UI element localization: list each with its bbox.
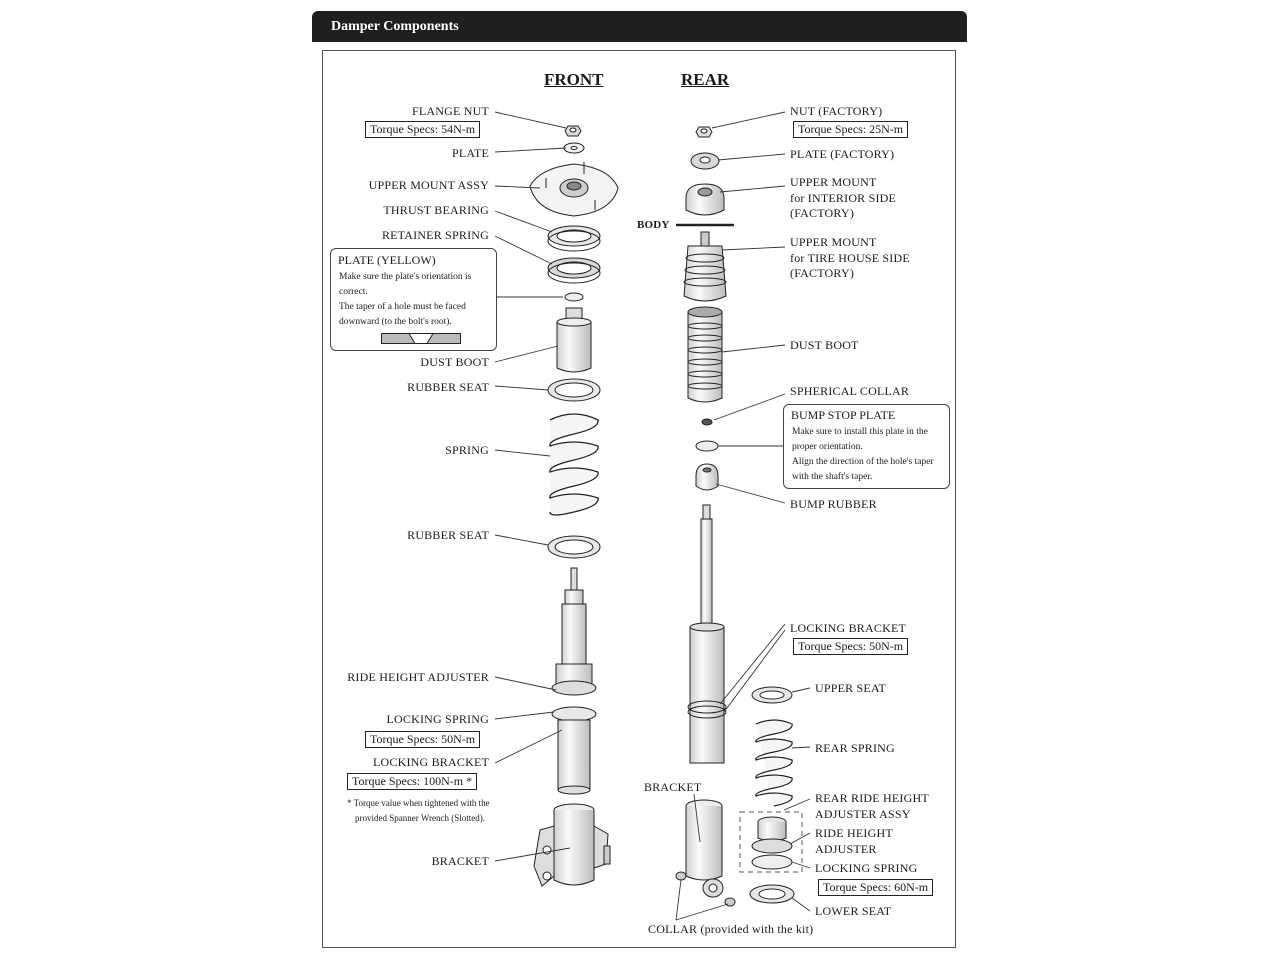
front-locking-spring-label: LOCKING SPRING bbox=[386, 712, 489, 726]
rear-bump-note-line1: Make sure to install this plate in the bbox=[792, 427, 928, 437]
front-upper-mount bbox=[529, 162, 619, 217]
front-retainer-spring-label: RETAINER SPRING bbox=[381, 228, 489, 242]
rear-plate-label: PLATE (FACTORY) bbox=[790, 147, 895, 161]
rear-spherical-collar bbox=[701, 418, 713, 426]
rear-locking-spring-torque: Torque Specs: 60N-m bbox=[818, 879, 934, 896]
rear-bump-note-line3: Align the direction of the hole's taper bbox=[792, 457, 934, 467]
front-ride-height-adjuster-label: RIDE HEIGHT ADJUSTER bbox=[347, 670, 489, 684]
rear-upper-mount-tire bbox=[683, 231, 727, 302]
rear-nut-label: NUT (FACTORY) bbox=[790, 104, 883, 118]
front-rubber-seat-bottom bbox=[547, 535, 601, 559]
rear-ride-height-adj-l1: RIDE HEIGHT bbox=[815, 826, 893, 840]
rear-adjuster-assy bbox=[739, 811, 803, 873]
front-flange-torque: Torque Specs: 54N-m bbox=[365, 121, 481, 138]
front-dust-boot-label: DUST BOOT bbox=[420, 355, 489, 369]
front-plate-note: PLATE (YELLOW) Make sure the plate's ori… bbox=[330, 248, 497, 351]
rear-damper bbox=[687, 504, 727, 764]
front-dust-boot bbox=[556, 307, 592, 373]
rear-upper-seat bbox=[751, 686, 793, 704]
front-spring-label: SPRING bbox=[445, 443, 489, 457]
front-yellow-plate bbox=[564, 292, 584, 302]
rear-spring-label: REAR SPRING bbox=[815, 741, 895, 755]
rear-upper-mount-interior-l2: for INTERIOR SIDE bbox=[790, 191, 897, 205]
rear-bump-rubber bbox=[695, 463, 719, 491]
rear-bump-note-title: BUMP STOP PLATE bbox=[791, 408, 896, 422]
rear-bump-note-line2: proper orientation. bbox=[792, 442, 863, 452]
rear-bump-note-line4: with the shaft's taper. bbox=[792, 472, 873, 482]
front-plate-note-line4: downward (to the bolt's root). bbox=[339, 317, 452, 327]
rear-dust-boot bbox=[687, 306, 723, 403]
rear-upper-mount-interior bbox=[685, 183, 725, 216]
rear-locking-bracket-label: LOCKING BRACKET bbox=[790, 621, 906, 635]
header-title: Damper Components bbox=[331, 19, 459, 34]
rear-plate bbox=[690, 152, 720, 170]
rear-bump-stop-plate bbox=[695, 440, 719, 452]
front-thrust-bearing-label: THRUST BEARING bbox=[383, 203, 489, 217]
rear-bump-note: BUMP STOP PLATE Make sure to install thi… bbox=[783, 404, 950, 489]
rear-ride-height-adj-l2: ADJUSTER bbox=[815, 842, 877, 856]
front-plate-note-line1: Make sure the plate's orientation is bbox=[339, 272, 472, 282]
front-flange-nut bbox=[564, 125, 582, 137]
rear-bracket bbox=[675, 799, 736, 907]
front-heading: FRONT bbox=[544, 70, 604, 89]
body-label: BODY bbox=[637, 219, 670, 231]
rear-bracket-label: BRACKET bbox=[644, 780, 702, 794]
rear-spring bbox=[755, 719, 793, 807]
rear-lower-seat-label: LOWER SEAT bbox=[815, 904, 892, 918]
front-damper-body bbox=[551, 567, 597, 795]
rear-nut bbox=[695, 126, 713, 138]
front-flange-nut-label: FLANGE NUT bbox=[412, 104, 489, 118]
front-upper-mount-label: UPPER MOUNT ASSY bbox=[368, 178, 489, 192]
rear-spherical-collar-label: SPHERICAL COLLAR bbox=[790, 384, 910, 398]
front-footnote-line2: provided Spanner Wrench (Slotted). bbox=[355, 813, 485, 823]
diagram-frame bbox=[322, 50, 956, 948]
rear-nut-torque: Torque Specs: 25N-m bbox=[793, 121, 909, 138]
front-bracket-label: BRACKET bbox=[431, 854, 489, 868]
rear-upper-mount-tire-l1: UPPER MOUNT bbox=[790, 235, 877, 249]
rear-upper-mount-interior-l1: UPPER MOUNT bbox=[790, 175, 877, 189]
rear-lower-seat bbox=[749, 884, 795, 904]
rear-upper-mount-tire-l3: (FACTORY) bbox=[790, 266, 855, 280]
rear-locking-spring-label: LOCKING SPRING bbox=[815, 861, 918, 875]
front-plate-note-line3: The taper of a hole must be faced bbox=[339, 302, 466, 312]
rear-collar-label: COLLAR (provided with the kit) bbox=[648, 922, 814, 936]
front-retainer-spring bbox=[547, 257, 601, 284]
leader-lines bbox=[494, 111, 811, 921]
plate-orientation-icon bbox=[381, 333, 461, 344]
rear-ride-height-assy-l1: REAR RIDE HEIGHT bbox=[815, 791, 929, 805]
front-bracket bbox=[533, 803, 611, 887]
front-footnote-line1: * Torque value when tightened with the bbox=[347, 798, 490, 808]
rear-upper-mount-tire-l2: for TIRE HOUSE SIDE bbox=[790, 251, 910, 265]
front-plate-note-line2: correct. bbox=[339, 287, 368, 297]
front-rubber-seat-bottom-label: RUBBER SEAT bbox=[407, 528, 489, 542]
rear-bump-rubber-label: BUMP RUBBER bbox=[790, 497, 877, 511]
front-spring bbox=[549, 413, 599, 516]
front-rubber-seat-top bbox=[547, 378, 601, 402]
rear-heading: REAR bbox=[681, 70, 730, 89]
rear-upper-seat-label: UPPER SEAT bbox=[815, 681, 887, 695]
front-locking-bracket-torque: Torque Specs: 100N-m * bbox=[347, 773, 478, 790]
rear-dust-boot-label: DUST BOOT bbox=[790, 338, 859, 352]
page-header: Damper Components bbox=[312, 11, 967, 42]
rear-locking-bracket-torque: Torque Specs: 50N-m bbox=[793, 638, 909, 655]
front-rubber-seat-top-label: RUBBER SEAT bbox=[407, 380, 489, 394]
front-locking-bracket-label: LOCKING BRACKET bbox=[373, 755, 489, 769]
rear-upper-mount-interior-l3: (FACTORY) bbox=[790, 206, 855, 220]
front-plate-label: PLATE bbox=[452, 146, 489, 160]
front-plate-note-title: PLATE (YELLOW) bbox=[338, 253, 436, 267]
front-locking-spring-torque: Torque Specs: 50N-m bbox=[365, 731, 481, 748]
rear-ride-height-assy-l2: ADJUSTER ASSY bbox=[815, 807, 911, 821]
front-thrust-bearing bbox=[547, 225, 601, 252]
